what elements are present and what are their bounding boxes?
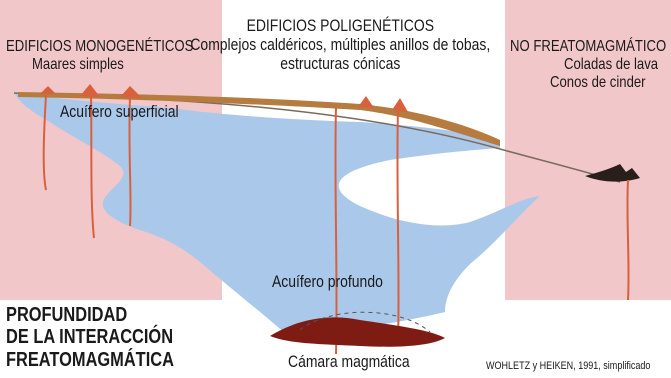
surface-deposit-layer (18, 92, 500, 146)
deep-aquifer-label: Acuífero profundo (272, 272, 383, 291)
conduit-2 (90, 95, 95, 239)
monogenetic-subtitle: Maares simples (32, 55, 124, 73)
polygenetic-title: EDIFICIOS POLIGENÉTICOS (246, 16, 435, 35)
conduit-4 (334, 107, 338, 355)
depth-label-line1: PROFUNDIDAD (6, 304, 128, 326)
depth-label-line2: DE LA INTERACCIÓN (6, 326, 174, 349)
tuff-cone-left (358, 96, 374, 108)
non-phreatomagmatic-subtitle-line2: Conos de cinder (550, 73, 646, 91)
monogenetic-title: EDIFICIOS MONOGENÉTICOS (6, 38, 194, 55)
maar-rim-right (120, 86, 142, 98)
conduit-1 (42, 94, 47, 191)
depth-label-line3: FREATOMAGMÁTICA (6, 348, 174, 371)
magma-chamber-shape (270, 317, 445, 347)
lava-flow-and-cinder-cones (585, 164, 640, 182)
polygenetic-subtitle-line2: estructuras cónicas (280, 54, 401, 74)
conduit-5 (396, 109, 400, 341)
non-phreatomagmatic-subtitle-line1: Coladas de lava (564, 55, 659, 73)
shallow-aquifer-label: Acuífero superficial (60, 102, 179, 121)
magma-dashed-outline (299, 311, 431, 333)
aquifer-body (14, 92, 540, 334)
polygenetic-subtitle-line1: Complejos caldéricos, múltiples anillos … (190, 35, 491, 55)
non-phreatomagmatic-title: NO FREATOMAGMÁTICO (510, 38, 667, 55)
maar-rim-mid (80, 84, 100, 97)
conduit-3 (128, 97, 132, 227)
maar-rim-left (40, 86, 56, 94)
source-credit: WOHLETZ y HEIKEN, 1991, simplificado (486, 360, 651, 372)
magma-chamber-label: Cámara magmática (288, 352, 410, 371)
conduit-6 (626, 179, 630, 301)
non-phreatomagmatic-zone-bg (505, 0, 671, 300)
tuff-cone-right (392, 98, 408, 112)
